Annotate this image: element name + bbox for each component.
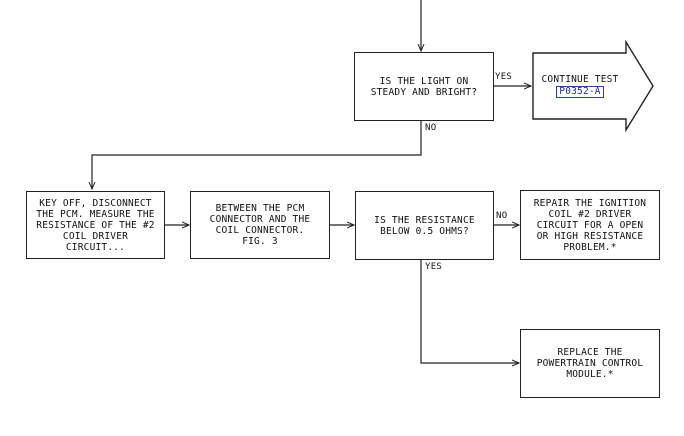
step-repair: REPAIR THE IGNITION COIL #2 DRIVER CIRCU… xyxy=(520,190,660,260)
step-replace-pcm-text: REPLACE THE POWERTRAIN CONTROL MODULE.* xyxy=(536,347,644,380)
continue-test-link[interactable]: P0352-A xyxy=(556,86,604,98)
decision-light-steady-text: IS THE LIGHT ON STEADY AND BRIGHT? xyxy=(370,75,478,98)
decision-light-steady: IS THE LIGHT ON STEADY AND BRIGHT? xyxy=(354,52,494,121)
step-between-text: BETWEEN THE PCM CONNECTOR AND THE COIL C… xyxy=(209,203,311,247)
decision-resistance: IS THE RESISTANCE BELOW 0.5 OHMS? xyxy=(355,191,494,260)
step-between: BETWEEN THE PCM CONNECTOR AND THE COIL C… xyxy=(190,191,330,259)
label-yes-resistance: YES xyxy=(425,262,443,272)
label-no-resistance: NO xyxy=(496,211,508,221)
label-no-light: NO xyxy=(425,123,437,133)
step-key-off: KEY OFF, DISCONNECT THE PCM. MEASURE THE… xyxy=(26,191,165,259)
connector-yes-replace xyxy=(420,260,519,363)
label-yes-light: YES xyxy=(495,72,513,82)
step-replace-pcm: REPLACE THE POWERTRAIN CONTROL MODULE.* xyxy=(520,329,660,398)
continue-test-text: CONTINUE TEST xyxy=(541,74,619,85)
step-key-off-text: KEY OFF, DISCONNECT THE PCM. MEASURE THE… xyxy=(36,197,155,253)
continue-test-node: CONTINUE TEST P0352-A xyxy=(534,54,626,118)
connector-no-keyoff xyxy=(92,121,422,189)
decision-resistance-text: IS THE RESISTANCE BELOW 0.5 OHMS? xyxy=(374,214,475,237)
step-repair-text: REPAIR THE IGNITION COIL #2 DRIVER CIRCU… xyxy=(533,197,647,253)
